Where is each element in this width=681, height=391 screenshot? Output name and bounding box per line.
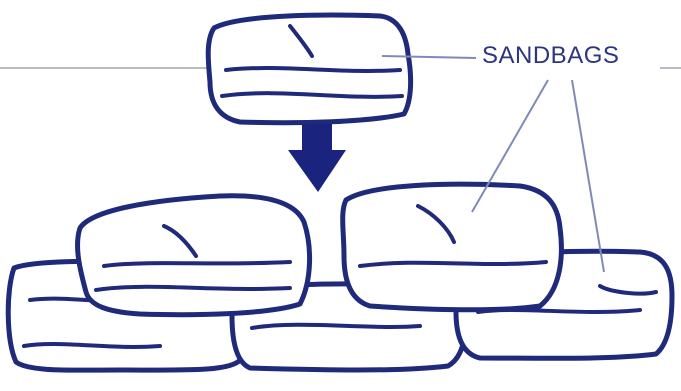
down-arrow-icon <box>288 124 346 192</box>
sandbag-top-right <box>340 181 564 313</box>
leader-line-to-top-right-bag <box>471 79 549 213</box>
leader-line-to-bottom-right-bag <box>571 79 605 273</box>
sandbag-being-placed <box>205 12 414 126</box>
leader-line-to-placed-bag <box>381 55 477 59</box>
sandbag-top-left <box>75 193 313 318</box>
sandbags-label: SANDBAGS <box>482 42 620 69</box>
